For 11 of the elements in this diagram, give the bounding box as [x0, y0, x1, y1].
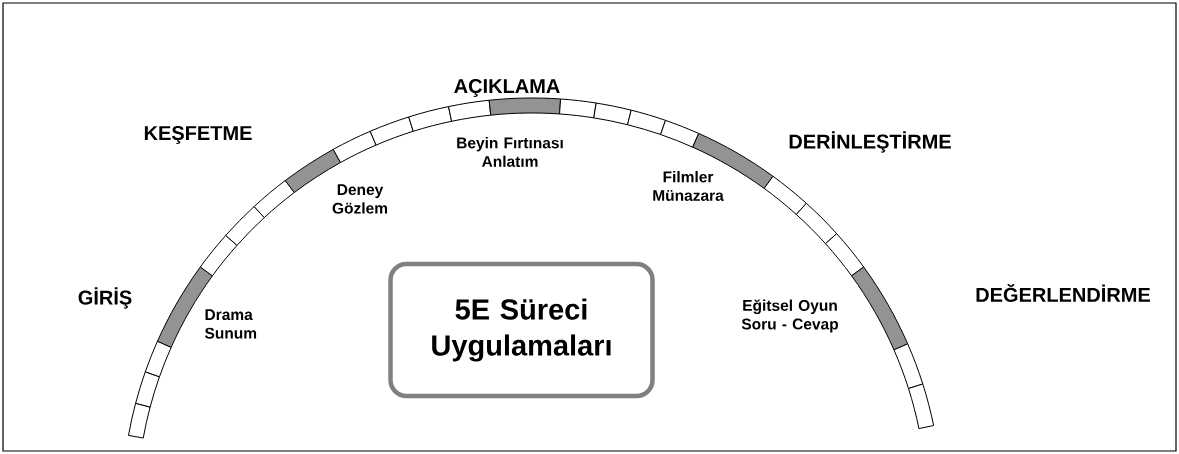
activity-label: Filmler Münazara	[653, 171, 724, 201]
phase-label: KEŞFETME	[144, 125, 252, 145]
phase-label: AÇIKLAMA	[454, 78, 560, 98]
phase-label: GİRİŞ	[78, 287, 132, 309]
activity-label: Eğitsel Oyun Soru - Cevap	[741, 299, 838, 333]
activity-label: Deney Gözlem	[332, 184, 388, 214]
phase-label: DEĞERLENDİRME	[976, 284, 1150, 302]
phase-label: DERİNLEŞTİRME	[789, 131, 951, 153]
activity-label: Beyin Fırtınası Anlatım	[457, 137, 563, 167]
title-box: 5E Süreci Uygulamaları	[388, 261, 655, 399]
activity-label: Drama Sunum	[204, 309, 257, 339]
